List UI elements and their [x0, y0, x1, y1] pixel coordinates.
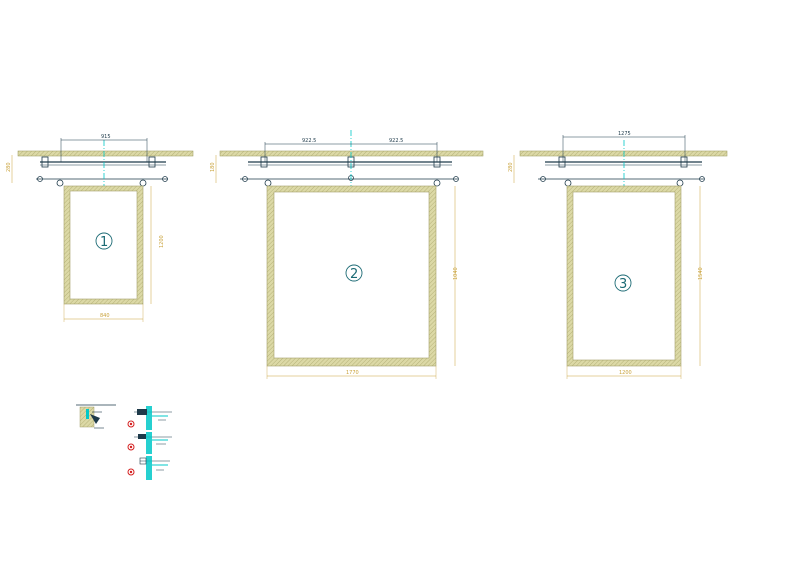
elevation-1: 915 280 1200 840 1 [6, 134, 194, 322]
roller-outer-left-1 [37, 176, 43, 182]
track-bracket-right-3 [680, 156, 688, 168]
detail-2 [127, 432, 172, 454]
roller-left-3 [564, 179, 572, 187]
roller-left-1 [56, 179, 64, 187]
panel-number-circle-1 [95, 232, 113, 250]
roller-outer-right-2 [453, 176, 459, 182]
dim-top-text-right-2: 922.5 [389, 138, 403, 144]
roller-outer-left-3 [540, 176, 546, 182]
dim-top-text-3: 1275 [618, 131, 631, 137]
dim-top-text-left-2: 922.5 [302, 138, 316, 144]
roller-right-2 [433, 179, 441, 187]
roller-right-3 [676, 179, 684, 187]
panel-number-3: 3 [619, 277, 627, 292]
detail-marker-1 [127, 420, 135, 428]
track-bracket-left-1 [41, 156, 49, 168]
detail-marker-2 [127, 443, 135, 451]
elevation-3: 1275 280 1540 1200 3 [508, 131, 728, 379]
detail-marker-3 [127, 468, 135, 476]
detail-sections [76, 404, 172, 480]
detail-key [76, 404, 116, 429]
panel-number-circle-2 [345, 264, 363, 282]
panel-number-1: 1 [100, 235, 108, 250]
dim-side-text-right-1: 1200 [159, 235, 165, 248]
detail-3 [127, 456, 170, 480]
roller-outer-left-2 [242, 176, 248, 182]
ceiling-slab-1 [17, 150, 194, 157]
track-bracket-left-3 [558, 156, 566, 168]
elevation-2: 922.5 922.5 180 1040 1770 2 [210, 130, 484, 379]
roller-left-2 [264, 179, 272, 187]
dim-side-text-left-2: 180 [210, 162, 216, 172]
dim-side-text-right-2: 1040 [453, 267, 459, 280]
door-frame-inner-3 [572, 191, 676, 361]
roller-right-1 [139, 179, 147, 187]
track-bracket-right-1 [148, 156, 156, 168]
dim-side-text-right-3: 1540 [698, 267, 704, 280]
dim-bottom-text-3: 1200 [619, 370, 632, 376]
roller-outer-right-3 [699, 176, 705, 182]
dim-top-text-1: 915 [101, 134, 111, 140]
detail-1 [127, 406, 172, 430]
dim-bottom-text-2: 1770 [346, 370, 359, 376]
dim-bottom-text-1: 840 [100, 313, 110, 319]
door-frame-inner-2 [273, 191, 430, 359]
track-bracket-left-2 [260, 156, 268, 168]
dim-side-text-left-1: 280 [6, 162, 12, 172]
dim-side-text-left-3: 280 [508, 162, 514, 172]
ceiling-slab-2 [219, 150, 484, 157]
panel-number-2: 2 [350, 267, 358, 282]
door-frame-inner-1 [69, 190, 138, 300]
roller-outer-right-1 [162, 176, 168, 182]
ceiling-slab-3 [519, 150, 728, 157]
panel-number-circle-3 [614, 274, 632, 292]
